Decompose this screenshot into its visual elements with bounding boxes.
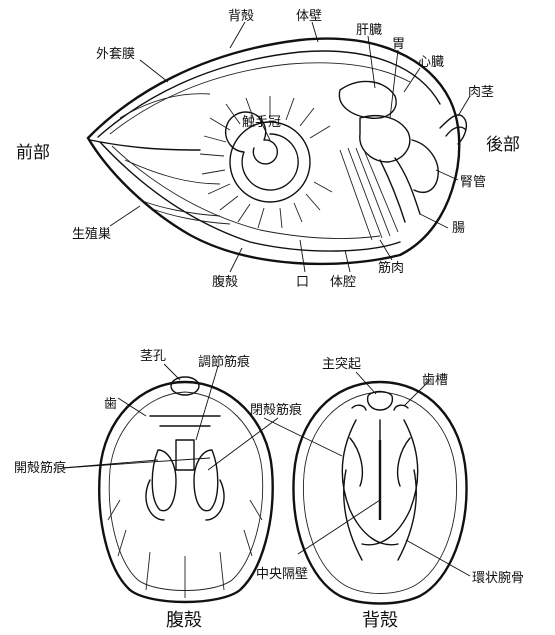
label-loop: 環状腕骨 <box>472 570 524 586</box>
mantle-line-lower <box>112 146 380 238</box>
ventral-hinge-bar <box>150 416 220 426</box>
label-median-septum: 中央隔壁 <box>256 567 308 582</box>
label-pedicle-foramen: 茎孔 <box>140 349 166 364</box>
label-mantle: 外套膜 <box>96 46 135 62</box>
label-diductor-scar: 開殻筋痕 <box>14 460 66 476</box>
label-adjustor-scar: 調節筋痕 <box>198 354 250 370</box>
label-socket: 歯槽 <box>422 373 448 388</box>
side-view-leader-lines <box>110 22 470 272</box>
label-muscle: 筋肉 <box>378 260 404 276</box>
label-tooth: 歯 <box>104 397 117 412</box>
label-liver: 肝臓 <box>356 23 382 38</box>
label-gonad: 生殖巣 <box>72 226 111 242</box>
label-stomach: 胃 <box>392 37 405 52</box>
label-pedicle: 肉茎 <box>468 85 494 100</box>
label-body-cavity: 体腔 <box>330 275 356 290</box>
ventral-valve-illustration: 茎孔 調節筋痕 歯 開殻筋痕 閉殻筋痕 腹殻 <box>14 349 302 631</box>
dorsal-valve-illustration: 主突起 歯槽 中央隔壁 環状腕骨 背殻 <box>256 356 524 631</box>
label-anterior: 前部 <box>16 143 50 163</box>
diductor-scar-right <box>194 450 224 520</box>
shell-outline <box>88 39 459 264</box>
liver-shape <box>339 81 396 118</box>
label-dorsal-valve-side: 背殻 <box>228 9 254 24</box>
stomach-shape <box>360 116 410 162</box>
side-view-illustration: 背殻 体壁 肝臓 胃 心臓 肉茎 外套膜 前部 後部 触手冠 腎管 生殖巣 腸 … <box>16 9 520 290</box>
dorsal-caption: 背殻 <box>362 610 398 631</box>
ventral-valve-outline <box>99 382 272 602</box>
label-adductor-scar: 閉殻筋痕 <box>250 402 302 418</box>
anterior-lobe <box>120 94 220 184</box>
adjustor-scar <box>176 440 194 470</box>
pedicle-stalk <box>440 115 466 144</box>
socket-right <box>394 405 408 410</box>
socket-left <box>352 405 366 410</box>
ventral-radial-lines <box>108 500 262 598</box>
ventral-caption: 腹殻 <box>166 610 202 631</box>
label-mouth: 口 <box>296 275 309 290</box>
gonad-marks <box>140 200 230 224</box>
label-nephridium: 腎管 <box>460 175 486 190</box>
label-lophophore: 触手冠 <box>242 115 281 130</box>
label-posterior: 後部 <box>486 135 520 155</box>
label-ventral-valve-side: 腹殻 <box>212 274 238 290</box>
label-heart: 心臓 <box>418 55 444 70</box>
label-body-wall: 体壁 <box>296 9 322 24</box>
ventral-valve-inner-rim <box>109 392 262 591</box>
label-cardinal-process: 主突起 <box>322 356 361 372</box>
ventral-leader-lines <box>62 364 278 470</box>
nephridium-shape <box>412 140 438 192</box>
cardinal-process <box>368 392 393 411</box>
label-intestine: 腸 <box>452 221 465 236</box>
